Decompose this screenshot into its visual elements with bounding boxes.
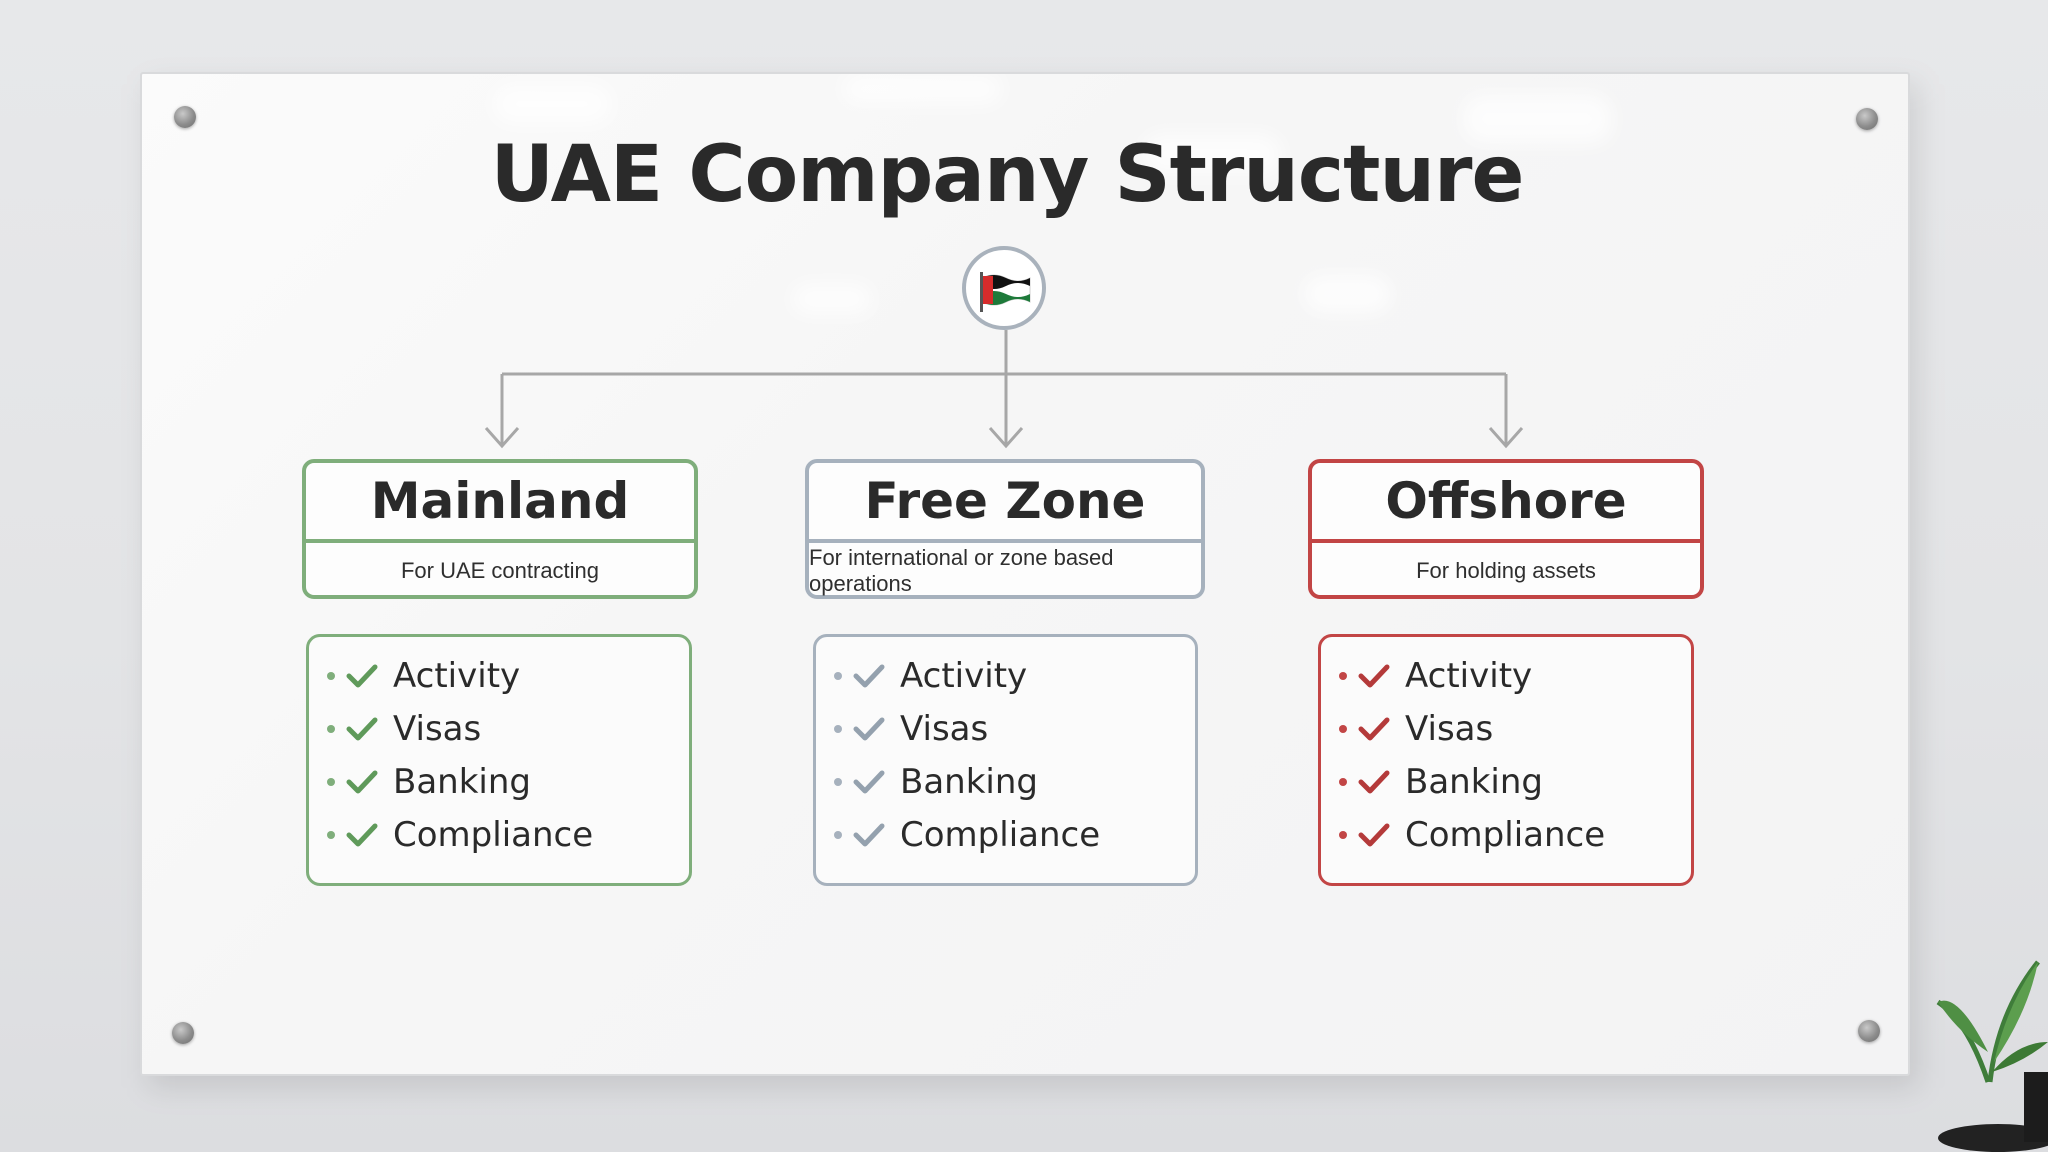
light-glare xyxy=(1462,94,1612,144)
bullet-dot xyxy=(1339,671,1347,680)
bullet-dot xyxy=(834,724,842,733)
bullet-dot xyxy=(1339,830,1347,839)
item-label: Banking xyxy=(393,761,531,802)
list-item: Banking xyxy=(834,755,1195,808)
mounting-standoff xyxy=(172,1022,194,1044)
list-item: Compliance xyxy=(1339,808,1691,861)
mounting-standoff xyxy=(174,106,196,128)
check-icon xyxy=(853,664,885,687)
bullet-dot xyxy=(327,671,335,680)
mainland-subtitle: For UAE contracting xyxy=(400,558,600,583)
list-item: Banking xyxy=(1339,755,1691,808)
list-item: Compliance xyxy=(834,808,1195,861)
list-item: Visas xyxy=(327,702,689,755)
check-icon xyxy=(1358,664,1390,687)
bullet-dot xyxy=(834,777,842,786)
offshore-list: Activity Visas Banking Compliance xyxy=(1318,634,1694,886)
free-zone-subtitle: For international or zone based operatio… xyxy=(809,545,1114,596)
bullet-dot xyxy=(1339,724,1347,733)
bullet-dot xyxy=(327,830,335,839)
item-label: Banking xyxy=(900,761,1038,802)
check-icon xyxy=(1358,823,1390,846)
free-zone-list: Activity Visas Banking Compliance xyxy=(813,634,1198,886)
list-item: Compliance xyxy=(327,808,689,861)
item-label: Activity xyxy=(900,655,1028,696)
check-icon xyxy=(346,823,378,846)
item-label: Visas xyxy=(900,708,989,749)
bullet-dot xyxy=(1339,777,1347,786)
item-label: Activity xyxy=(1405,655,1533,696)
light-glare xyxy=(1302,274,1392,314)
item-label: Visas xyxy=(393,708,482,749)
offshore-heading-box: Offshore For holding assets xyxy=(1308,459,1704,599)
list-item: Banking xyxy=(327,755,689,808)
list-item: Activity xyxy=(834,649,1195,702)
item-label: Compliance xyxy=(393,814,594,855)
check-icon xyxy=(853,823,885,846)
potted-plant xyxy=(1936,960,2048,1152)
page-title: UAE Company Structure xyxy=(490,130,1525,220)
mounting-standoff xyxy=(1858,1020,1880,1042)
list-item: Activity xyxy=(327,649,689,702)
check-icon xyxy=(1358,717,1390,740)
bullet-dot xyxy=(834,671,842,680)
list-item: Activity xyxy=(1339,649,1691,702)
item-label: Visas xyxy=(1405,708,1494,749)
free-zone-title: Free Zone xyxy=(809,463,1201,543)
check-icon xyxy=(1358,770,1390,793)
item-label: Activity xyxy=(393,655,521,696)
check-icon xyxy=(853,717,885,740)
item-label: Compliance xyxy=(1405,814,1606,855)
mainland-list: Activity Visas Banking Compliance xyxy=(306,634,692,886)
check-icon xyxy=(853,770,885,793)
check-icon xyxy=(346,717,378,740)
list-item: Visas xyxy=(834,702,1195,755)
offshore-subtitle: For holding assets xyxy=(1416,558,1596,583)
light-glare xyxy=(492,84,612,124)
bullet-dot xyxy=(327,724,335,733)
bullet-dot xyxy=(327,777,335,786)
flag-icon xyxy=(980,272,1031,312)
mainland-title: Mainland xyxy=(306,463,694,543)
mainland-heading-box: Mainland For UAE contracting xyxy=(302,459,698,599)
light-glare xyxy=(1142,134,1282,174)
list-item: Visas xyxy=(1339,702,1691,755)
check-icon xyxy=(346,664,378,687)
offshore-title: Offshore xyxy=(1312,463,1700,543)
light-glare xyxy=(842,74,1002,104)
bullet-dot xyxy=(834,830,842,839)
free-zone-heading-box: Free Zone For international or zone base… xyxy=(805,459,1205,599)
light-glare xyxy=(792,284,872,314)
item-label: Compliance xyxy=(900,814,1101,855)
check-icon xyxy=(346,770,378,793)
mounting-standoff xyxy=(1856,108,1878,130)
item-label: Banking xyxy=(1405,761,1543,802)
emblem xyxy=(962,246,1046,330)
